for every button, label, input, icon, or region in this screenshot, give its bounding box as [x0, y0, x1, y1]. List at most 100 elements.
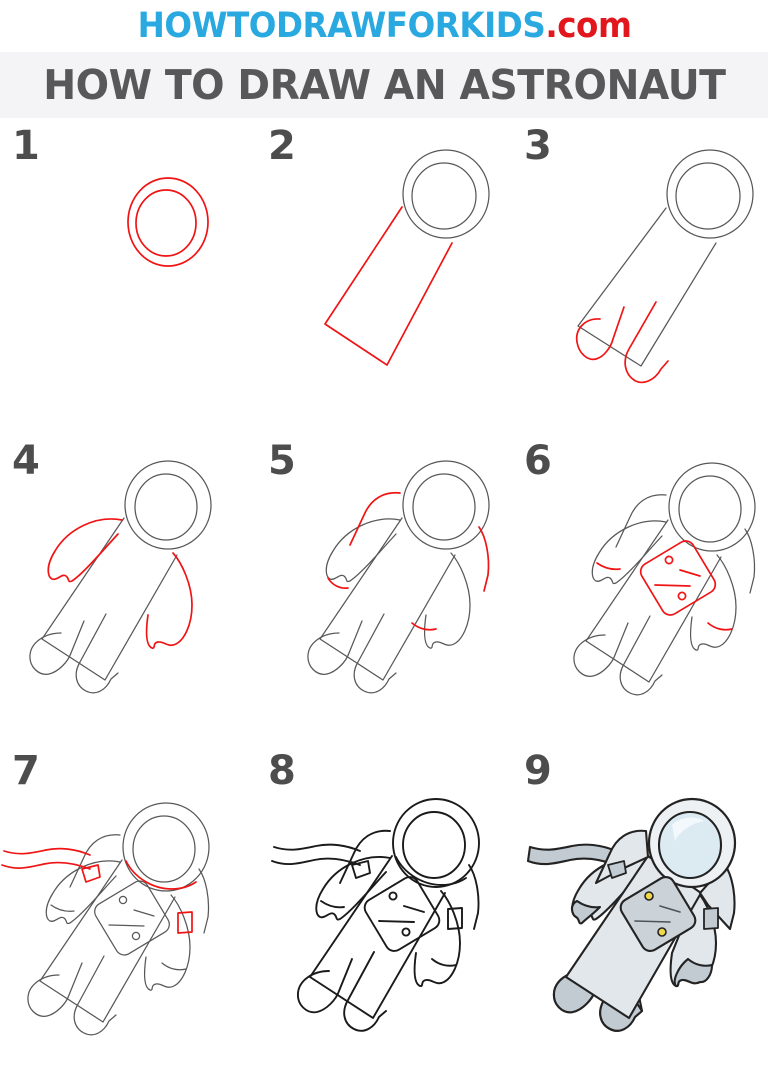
panel-button-top [664, 555, 674, 565]
arm-left [47, 518, 123, 583]
step-1-drawing [127, 177, 209, 267]
leg-left-and-boot [573, 622, 629, 677]
helmet-outer-circle [124, 460, 212, 550]
wrist-cuff-left [50, 904, 75, 912]
step-panel-1: 1 [0, 118, 256, 433]
torso-outline [41, 517, 178, 681]
step-4-drawing [29, 460, 212, 694]
site-brand-header: HOWTODRAWFORKIDS.com [0, 0, 768, 52]
shoulder-curve-right [744, 528, 756, 594]
panel-line-upper [659, 905, 681, 913]
glove-left [570, 899, 602, 925]
leg-left-and-boot [297, 958, 353, 1014]
arm-left [325, 518, 401, 583]
leg-left-and-boot [575, 306, 625, 361]
arm-right [413, 890, 461, 988]
shoulder-curve-left [615, 494, 667, 548]
leg-right-and-boot [73, 955, 117, 1036]
step-number-9: 9 [524, 748, 552, 794]
step-panel-2: 2 [256, 118, 512, 433]
step-3-drawing [575, 149, 754, 384]
brand-name-primary: HOWTODRAWFORKIDS [137, 5, 545, 46]
torso-outline [39, 859, 176, 1023]
step-number-7: 7 [12, 748, 40, 794]
torso-outline [309, 855, 446, 1019]
helmet-inner-circle [132, 815, 196, 883]
leg-right-and-boot [619, 615, 663, 696]
step-number-8: 8 [268, 748, 296, 794]
air-hose-lower-line [1, 861, 91, 870]
leg-right-and-boot [624, 301, 669, 384]
tutorial-title-band: HOW TO DRAW AN ASTRONAUT [0, 52, 768, 118]
panel-line-lower [378, 920, 415, 923]
side-pocket-right [447, 907, 463, 930]
step-number-4: 4 [12, 438, 40, 484]
panel-button-top [388, 891, 398, 901]
panel-button-top [118, 895, 128, 905]
shoulder-pocket-left [81, 864, 101, 883]
chest-control-panel [639, 540, 717, 616]
step-number-1: 1 [12, 123, 40, 169]
shoulder-curve-right [198, 868, 210, 934]
leg-right-and-boot [353, 613, 397, 694]
torso-outline [319, 517, 456, 681]
shoulder-curve-left [339, 829, 391, 884]
arm-left [315, 856, 391, 921]
wrist-cuff-left [596, 562, 621, 571]
arm-right [145, 552, 193, 649]
helmet-inner-circle [675, 162, 741, 230]
helmet-inner-circle [402, 811, 466, 879]
wrist-cuff-right [431, 958, 457, 967]
air-hose-lower-line [271, 857, 361, 866]
chest-control-panel [94, 880, 170, 956]
arm-right [689, 554, 737, 651]
shoulder-curve-left [69, 834, 121, 888]
armhole-curve-left [327, 577, 349, 589]
helmet-inner-circle [411, 162, 477, 230]
visor-highlight [672, 817, 704, 841]
page-title: HOW TO DRAW AN ASTRONAUT [42, 60, 726, 109]
step-number-5: 5 [268, 438, 296, 484]
helmet-outer-circle [668, 462, 756, 552]
glove-right [673, 957, 714, 988]
step-panel-4: 4 [0, 433, 256, 743]
helmet-outer-circle [402, 149, 490, 239]
shoulder-curve-left [349, 491, 401, 546]
helmet-outer-circle [392, 798, 480, 888]
air-hose-filled [526, 843, 618, 867]
helmet-outer-circle [402, 460, 490, 550]
side-pocket-right [177, 911, 193, 934]
leg-right-and-boot [75, 613, 119, 694]
shoulder-curve-right [478, 526, 490, 592]
step-6-drawing [573, 462, 756, 696]
step-number-3: 3 [524, 123, 552, 169]
step-8-drawing [271, 798, 480, 1032]
brand-wordmark: HOWTODRAWFORKIDS.com [137, 5, 632, 46]
panel-line-upper [133, 909, 155, 917]
helmet-outer-circle [666, 149, 754, 239]
step-panel-9: 9 [512, 743, 768, 1055]
step-panel-3: 3 [512, 118, 768, 433]
brand-name-suffix: .com [544, 5, 632, 46]
helmet-inner-circle [678, 475, 742, 543]
step-panel-6: 6 [512, 433, 768, 743]
helmet-inner-circle [134, 473, 198, 541]
step-panel-8: 8 [256, 743, 512, 1055]
step-7-drawing [1, 802, 210, 1036]
wrist-cuff-left [320, 900, 345, 909]
leg-left-and-boot [307, 620, 363, 675]
leg-left-and-boot [27, 962, 83, 1017]
torso-rectangle [577, 207, 717, 367]
arm-left [45, 860, 121, 925]
side-pocket-right [703, 907, 719, 930]
leg-left-and-boot [29, 620, 85, 675]
panel-button-bottom [131, 931, 141, 941]
chest-control-panel [363, 876, 441, 952]
visor-rim-highlight [125, 860, 197, 890]
helmet-outer-circle [122, 802, 210, 892]
helmet-outer-circle [127, 177, 209, 267]
step-panel-7: 7 [0, 743, 256, 1055]
panel-button-bottom [677, 591, 687, 601]
wrist-cuff-right [707, 622, 733, 631]
